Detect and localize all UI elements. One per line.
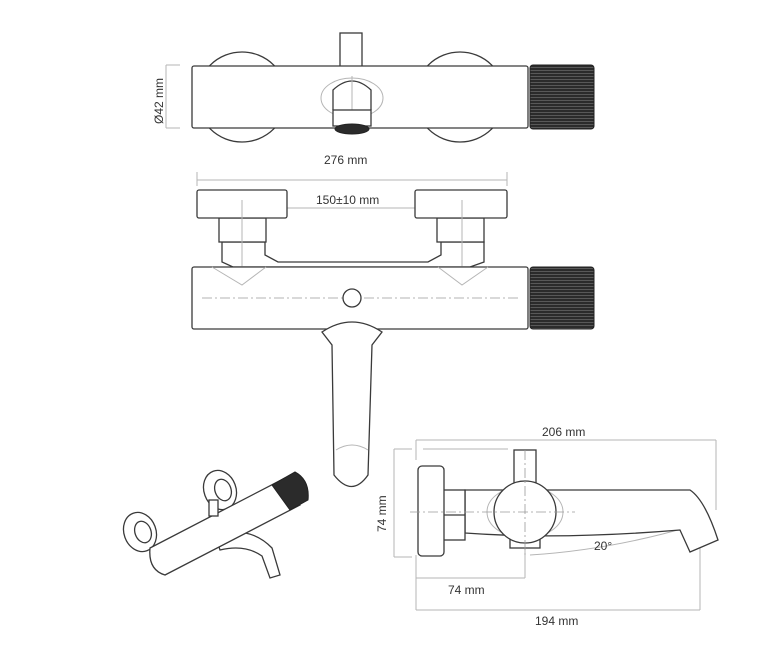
aerator-icon <box>334 123 370 135</box>
side-height-label: 74 mm <box>375 495 389 532</box>
top-view <box>165 32 595 143</box>
isometric-view <box>122 469 309 579</box>
overall-width-label: 276 mm <box>324 153 368 167</box>
thermostat-knob-front <box>529 266 595 330</box>
inlet-spacing-label: 150±10 mm <box>316 193 380 207</box>
diameter-label: Ø42 mm <box>152 77 166 124</box>
side-length-label: 206 mm <box>542 425 586 439</box>
wall-to-axis-label: 74 mm <box>448 583 485 597</box>
front-view <box>191 172 595 488</box>
spout-reach-label: 194 mm <box>535 614 579 628</box>
thermostat-knob <box>529 64 595 130</box>
iso-knob <box>271 471 309 511</box>
side-view <box>393 439 719 611</box>
spout-angle-label: 20° <box>594 539 613 553</box>
